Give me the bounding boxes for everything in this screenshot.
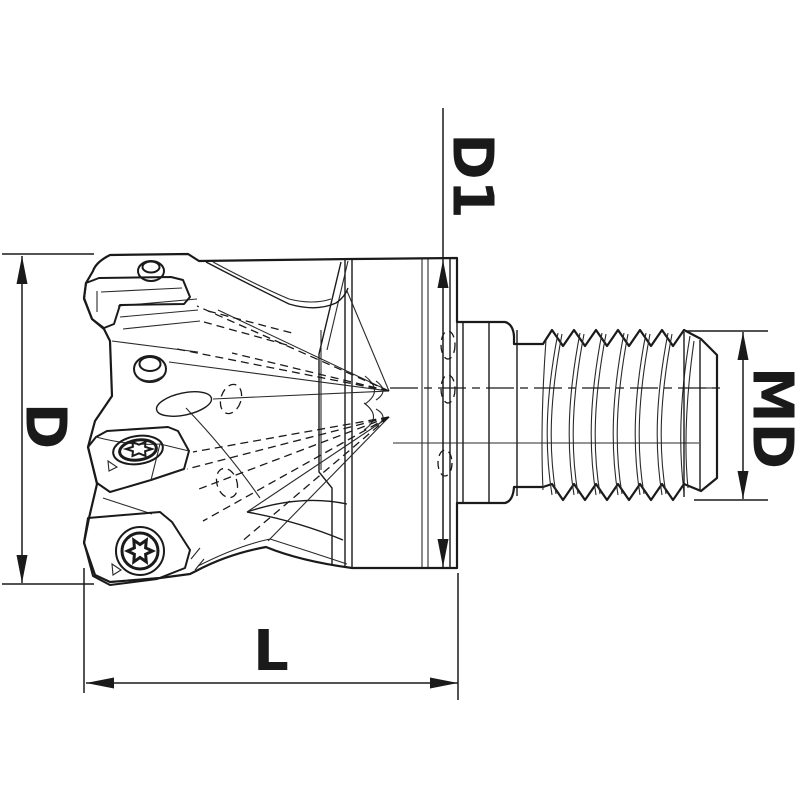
arrow-up-icon — [437, 260, 449, 288]
arrow-right-icon — [430, 677, 458, 689]
torx-screw-middle — [112, 434, 164, 466]
flute-fan-solid — [168, 290, 390, 542]
dimension-MD: MD — [685, 330, 800, 501]
arrow-down-icon — [437, 539, 449, 567]
thread-helix-lines — [541, 332, 695, 496]
dimension-D1: D1 — [437, 108, 505, 567]
hidden-lines — [176, 305, 456, 544]
clamp-screw-top — [137, 260, 165, 282]
label-D1: D1 — [440, 133, 505, 218]
head-bottom-flute — [185, 407, 348, 571]
label-L: L — [253, 619, 289, 684]
thread-end-facets — [683, 332, 717, 497]
dimension-D: D — [2, 253, 94, 585]
head-top-flute — [205, 261, 349, 309]
inserts — [83, 276, 191, 586]
wiper-mark-middle — [107, 459, 119, 472]
arrow-left-icon — [86, 677, 114, 689]
label-D: D — [13, 403, 78, 449]
tool-body — [82, 252, 722, 584]
arrow-up-icon — [16, 256, 28, 284]
label-MD: MD — [740, 367, 800, 469]
pocket-step-lines — [102, 298, 201, 515]
dimensions: D D1 L MD — [2, 108, 800, 700]
insert-bottom — [83, 511, 191, 586]
arrow-up-icon — [737, 332, 749, 360]
neck-lines — [462, 323, 518, 503]
pocket-ellipse — [155, 391, 213, 417]
shoulder-facet-lines — [318, 258, 458, 568]
arrow-down-icon — [16, 555, 28, 583]
dimension-L: L — [83, 568, 459, 700]
clamp-screw-middle — [133, 355, 167, 383]
wiper-mark-bottom — [111, 562, 123, 576]
insert-top — [83, 276, 191, 329]
torx-screw-bottom — [115, 526, 165, 576]
insert-middle — [87, 426, 190, 493]
arrow-down-icon — [737, 471, 749, 499]
